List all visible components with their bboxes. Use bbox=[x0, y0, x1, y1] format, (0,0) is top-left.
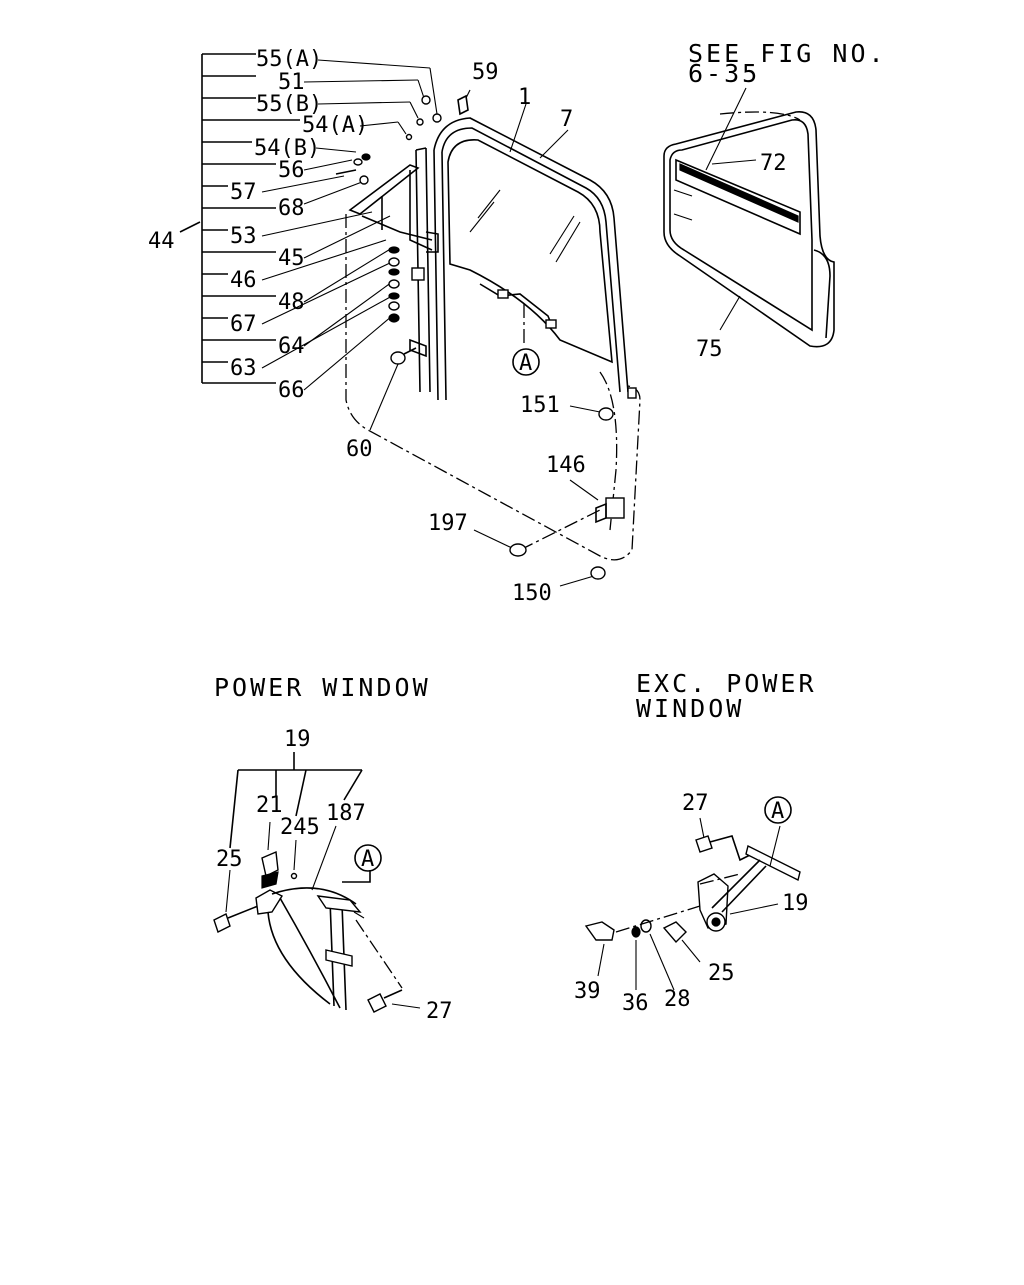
reference-marker-a-manual: A bbox=[764, 796, 792, 824]
callout-55a: 55(A) bbox=[256, 47, 322, 72]
callout-67: 67 bbox=[230, 312, 257, 337]
power-window-bracket bbox=[229, 752, 363, 849]
callout-57: 57 bbox=[230, 180, 257, 205]
mid-leader-lines bbox=[473, 87, 757, 587]
power-window-regulator bbox=[213, 821, 421, 1013]
group-44-bracket bbox=[179, 53, 300, 384]
callout-55b: 55(B) bbox=[256, 92, 322, 117]
ep-callout-36: 36 bbox=[622, 991, 649, 1016]
ep-callout-25: 25 bbox=[708, 961, 735, 986]
manual-window-regulator bbox=[584, 817, 801, 991]
callout-66: 66 bbox=[278, 378, 305, 403]
reference-marker-a-power: A bbox=[354, 844, 382, 872]
callout-46: 46 bbox=[230, 268, 257, 293]
pw-callout-21: 21 bbox=[256, 793, 283, 818]
callout-48: 48 bbox=[278, 290, 305, 315]
see-fig-heading-line2: 6-35 bbox=[688, 59, 760, 88]
callout-75: 75 bbox=[696, 337, 723, 362]
callout-197: 197 bbox=[428, 511, 468, 536]
callout-59: 59 bbox=[472, 60, 499, 85]
callout-150: 150 bbox=[512, 581, 552, 606]
ep-callout-39: 39 bbox=[574, 979, 601, 1004]
callout-151: 151 bbox=[520, 393, 560, 418]
pw-callout-19: 19 bbox=[284, 727, 311, 752]
hardware-stack bbox=[335, 95, 442, 365]
left-leader-lines bbox=[261, 59, 438, 431]
pw-callout-25: 25 bbox=[216, 847, 243, 872]
ep-callout-19: 19 bbox=[782, 891, 809, 916]
front-door-assembly bbox=[345, 89, 641, 561]
pw-callout-187: 187 bbox=[326, 801, 366, 826]
callout-51: 51 bbox=[278, 70, 305, 95]
callout-60: 60 bbox=[346, 437, 373, 462]
power-window-heading: POWER WINDOW bbox=[214, 673, 431, 702]
callout-7: 7 bbox=[560, 107, 573, 132]
callout-54a: 54(A) bbox=[302, 113, 368, 138]
mid-small-parts bbox=[509, 387, 637, 580]
callout-68: 68 bbox=[278, 196, 305, 221]
ep-callout-28: 28 bbox=[664, 987, 691, 1012]
callout-54b: 54(B) bbox=[254, 136, 320, 161]
svg-text:A: A bbox=[519, 351, 532, 376]
see-fig-heading-line1: SEE FIG NO. bbox=[688, 39, 887, 68]
pw-callout-245: 245 bbox=[280, 815, 320, 840]
ep-callout-27: 27 bbox=[682, 791, 709, 816]
callout-63: 63 bbox=[230, 356, 257, 381]
svg-text:A: A bbox=[771, 799, 784, 824]
callout-56: 56 bbox=[278, 158, 305, 183]
trim-panel-reference bbox=[663, 111, 835, 348]
reference-marker-a-top: A bbox=[512, 348, 540, 376]
exc-power-window-heading-line2: WINDOW bbox=[636, 694, 744, 723]
callout-53: 53 bbox=[230, 224, 257, 249]
callout-44: 44 bbox=[148, 229, 175, 254]
callout-146: 146 bbox=[546, 453, 586, 478]
exc-power-window-heading-line1: EXC. POWER bbox=[636, 669, 817, 698]
pw-callout-27: 27 bbox=[426, 999, 453, 1024]
svg-text:A: A bbox=[361, 847, 374, 872]
callout-45: 45 bbox=[278, 246, 305, 271]
callout-1: 1 bbox=[518, 85, 531, 110]
callout-72: 72 bbox=[760, 151, 787, 176]
